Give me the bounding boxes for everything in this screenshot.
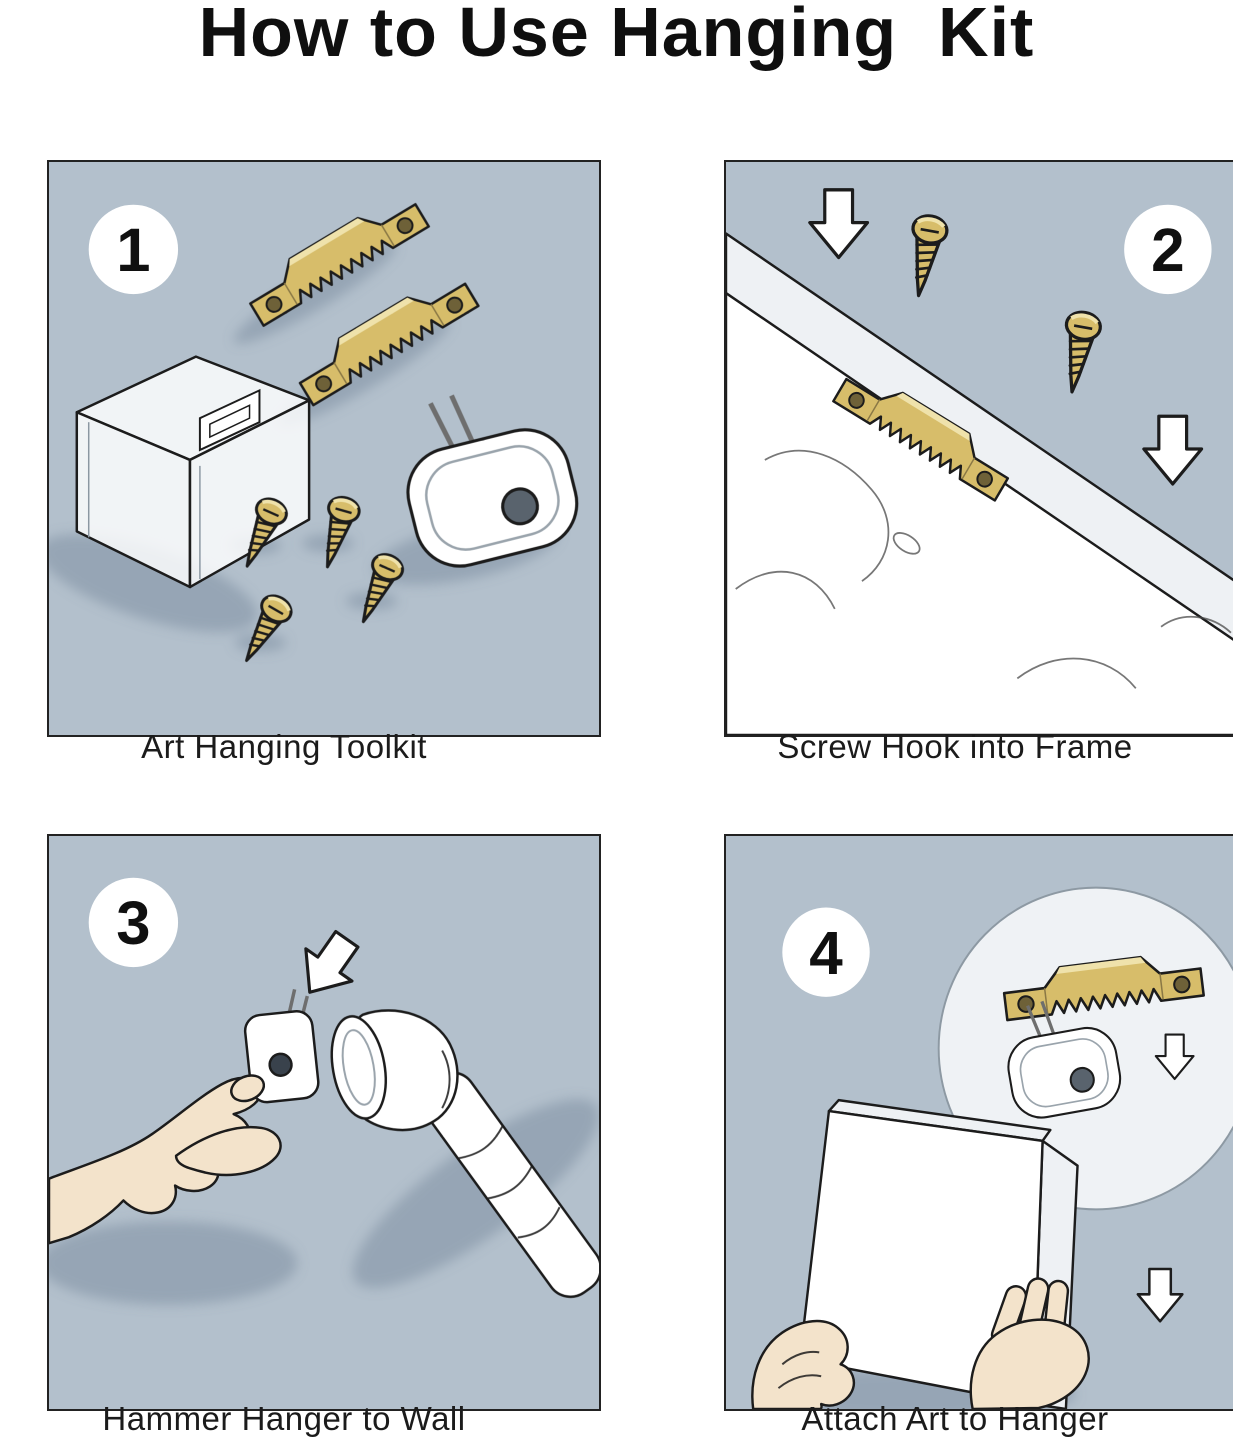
- svg-text:3: 3: [116, 889, 150, 958]
- step-1-illustration: 1: [49, 162, 599, 735]
- svg-text:1: 1: [116, 216, 150, 285]
- hand-holding-hanger: [49, 989, 320, 1245]
- left-hand: [751, 1319, 855, 1409]
- wall-hook-icon: [243, 989, 320, 1104]
- step-1-caption: Art Hanging Toolkit: [141, 728, 427, 765]
- step-4-caption: Attach Art to Hanger: [801, 1400, 1109, 1437]
- step-number-badge: 2: [1124, 204, 1212, 295]
- clear-storage-box: [75, 355, 311, 589]
- step-number-badge: 4: [782, 907, 870, 997]
- thumb: [174, 1125, 282, 1177]
- hammer-face: [330, 1015, 387, 1120]
- shadows: [49, 1099, 599, 1305]
- step-number-badge: 3: [88, 877, 179, 968]
- step-2-caption: Screw Hook into Frame: [777, 728, 1133, 765]
- hammer: [330, 1009, 599, 1298]
- step-3-illustration: 3: [49, 836, 599, 1409]
- step-4-illustration: 4: [726, 836, 1233, 1409]
- svg-text:2: 2: [1151, 216, 1184, 285]
- step-4-panel: 4: [724, 834, 1233, 1411]
- svg-text:4: 4: [809, 918, 843, 987]
- page-title: How to Use Hanging Kit: [198, 0, 1035, 71]
- step-3-panel: 3: [47, 834, 601, 1411]
- step-1-panel: 1: [47, 160, 601, 737]
- index-fingertip: [230, 1074, 266, 1103]
- step-2-panel: 2: [724, 160, 1233, 737]
- step-number-badge: 1: [88, 204, 179, 295]
- step-2-illustration: 2: [726, 162, 1233, 735]
- right-hand: [969, 1277, 1090, 1409]
- step-3-caption: Hammer Hanger to Wall: [102, 1400, 466, 1437]
